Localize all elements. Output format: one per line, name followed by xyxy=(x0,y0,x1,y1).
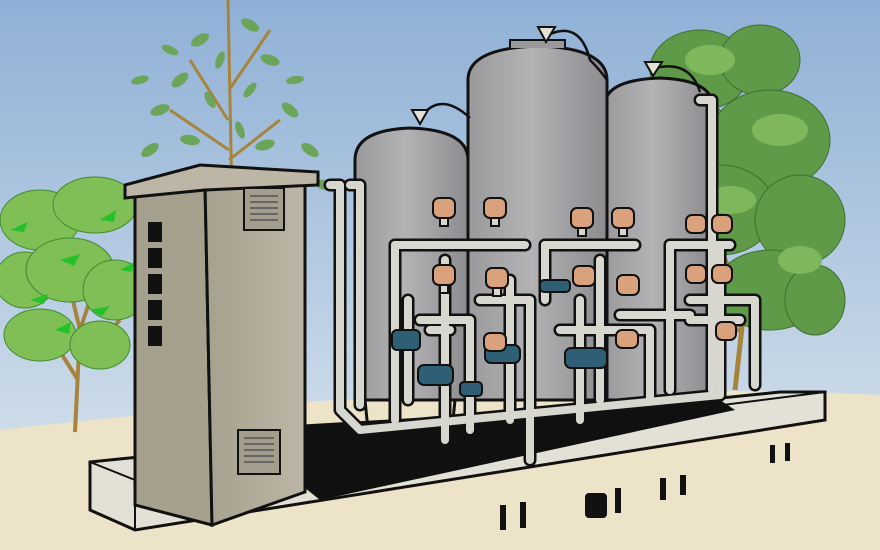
valve-body-icon xyxy=(459,381,483,397)
valve-actuator-icon xyxy=(432,264,456,294)
valve-body-icon xyxy=(391,329,421,351)
valve-actuator-icon xyxy=(685,264,707,284)
valve-actuator-icon xyxy=(711,214,733,234)
cabinet-vent-bottom xyxy=(237,429,281,475)
valve-body-icon xyxy=(564,347,608,369)
valve-actuator-icon xyxy=(611,207,635,237)
cabinet-vent-top xyxy=(243,187,285,231)
valve-bodies xyxy=(391,279,608,397)
valve-actuator-icon xyxy=(570,207,594,237)
valve-actuators xyxy=(432,197,737,352)
valve-actuator-icon xyxy=(685,214,707,234)
cabinet-panel-slots xyxy=(148,222,162,346)
tree-center-icon xyxy=(131,0,335,201)
filter-tank-center-icon xyxy=(466,39,609,402)
valve-actuator-icon xyxy=(572,265,596,287)
control-cabinet-icon xyxy=(123,163,320,528)
valve-actuator-icon xyxy=(485,267,509,297)
valve-actuator-icon xyxy=(615,329,639,349)
valve-actuator-icon xyxy=(715,321,737,341)
cabinet-front xyxy=(133,183,214,527)
valve-actuator-icon xyxy=(432,197,456,227)
valve-actuator-icon xyxy=(483,332,507,352)
valve-actuator-icon xyxy=(483,197,507,227)
tree-left-icon xyxy=(0,176,148,433)
valve-body-icon xyxy=(417,364,454,386)
valve-body-icon xyxy=(539,279,571,293)
valve-actuator-icon xyxy=(711,264,733,284)
vent-caps xyxy=(410,26,664,127)
valve-actuator-icon xyxy=(616,274,640,296)
